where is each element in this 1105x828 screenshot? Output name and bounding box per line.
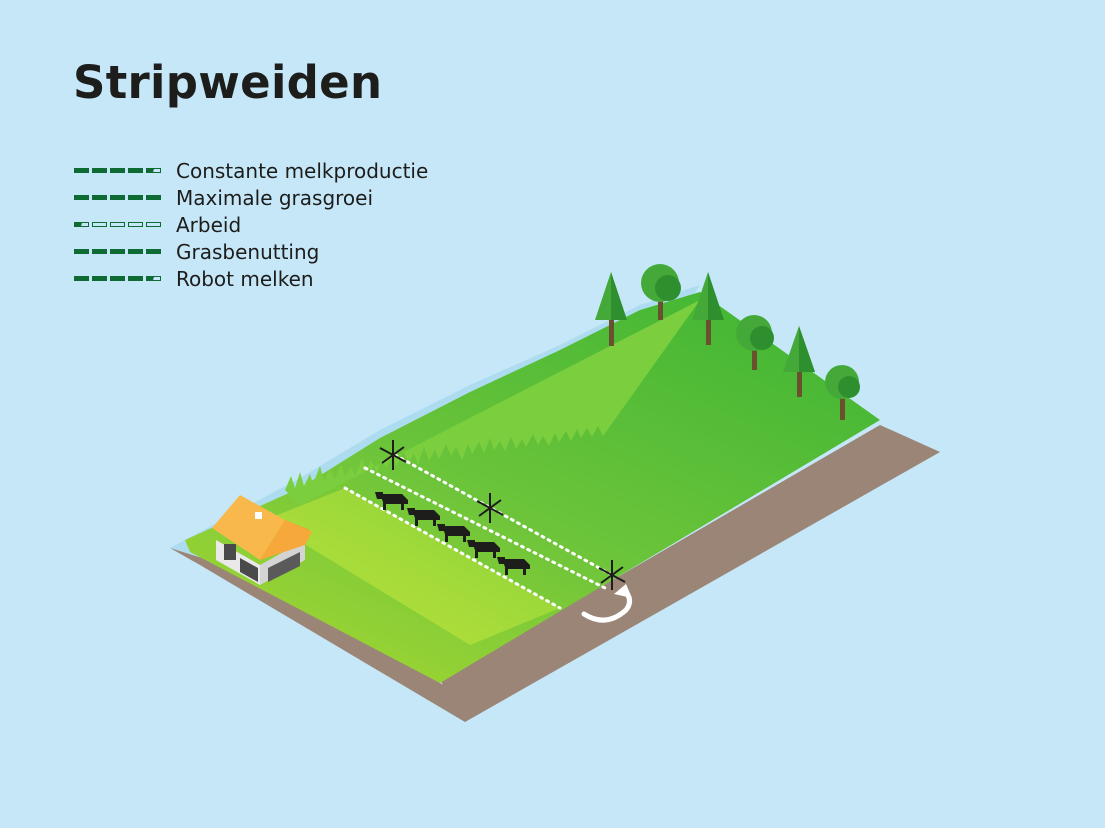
rating-segment: [110, 168, 125, 173]
rating-segment: [74, 168, 89, 173]
rating-segment: [146, 168, 161, 173]
rating-segment: [146, 249, 161, 254]
trees: [595, 264, 860, 420]
rating-segment: [146, 276, 161, 281]
tree: [595, 272, 627, 346]
rating-segment: [110, 195, 125, 200]
rating-segment: [128, 222, 143, 227]
rating-segment: [146, 222, 161, 227]
rating-segment: [110, 276, 125, 281]
rating-segment: [92, 168, 107, 173]
legend-label: Arbeid: [176, 212, 242, 237]
rating-segment: [74, 222, 89, 227]
grass-tufts: [285, 300, 700, 505]
fence-line-mid: [343, 486, 562, 610]
rating-segment: [128, 249, 143, 254]
legend-label: Grasbenutting: [176, 239, 320, 264]
tree: [736, 315, 774, 370]
rating-bar: [74, 222, 166, 227]
rating-segment: [92, 276, 107, 281]
rating-segment: [74, 195, 89, 200]
rating-bar: [74, 276, 166, 281]
rating-segment: [128, 195, 143, 200]
fence-line-top: [393, 453, 614, 577]
rating-segment: [110, 222, 125, 227]
soil-front: [170, 548, 470, 722]
legend-row: Maximale grasgroei: [74, 184, 428, 211]
rating-segment: [92, 249, 107, 254]
legend-row: Constante melkproductie: [74, 157, 428, 184]
fence-post: [598, 560, 626, 590]
rating-segment: [128, 168, 143, 173]
rating-segment: [92, 222, 107, 227]
soil-road: [440, 425, 940, 722]
rating-segment: [128, 276, 143, 281]
rating-bar: [74, 168, 166, 173]
tree: [783, 326, 815, 397]
legend-label: Maximale grasgroei: [176, 185, 374, 210]
legend-row: Arbeid: [74, 211, 428, 238]
rating-segment: [92, 195, 107, 200]
rating-bar: [74, 249, 166, 254]
farmhouse: [212, 495, 312, 585]
tree: [641, 264, 681, 320]
page-title: Stripweiden: [73, 56, 383, 109]
tree: [692, 272, 724, 345]
legend-label: Constante melkproductie: [176, 158, 429, 183]
tree: [825, 365, 860, 420]
rotation-arrow-icon: [581, 584, 632, 623]
legend-row: Grasbenutting: [74, 238, 428, 265]
grass-field: [185, 292, 880, 683]
rating-segment: [146, 195, 161, 200]
cows: [375, 492, 530, 575]
rating-segment: [74, 276, 89, 281]
legend-label: Robot melken: [176, 266, 314, 291]
legend-row: Robot melken: [74, 265, 428, 292]
grazed-strip: [265, 488, 560, 645]
fence-post: [379, 440, 407, 470]
rating-bar: [74, 195, 166, 200]
rating-segment: [74, 249, 89, 254]
rating-segment: [110, 249, 125, 254]
fence-line-back: [363, 466, 607, 590]
fence-post: [476, 493, 504, 523]
